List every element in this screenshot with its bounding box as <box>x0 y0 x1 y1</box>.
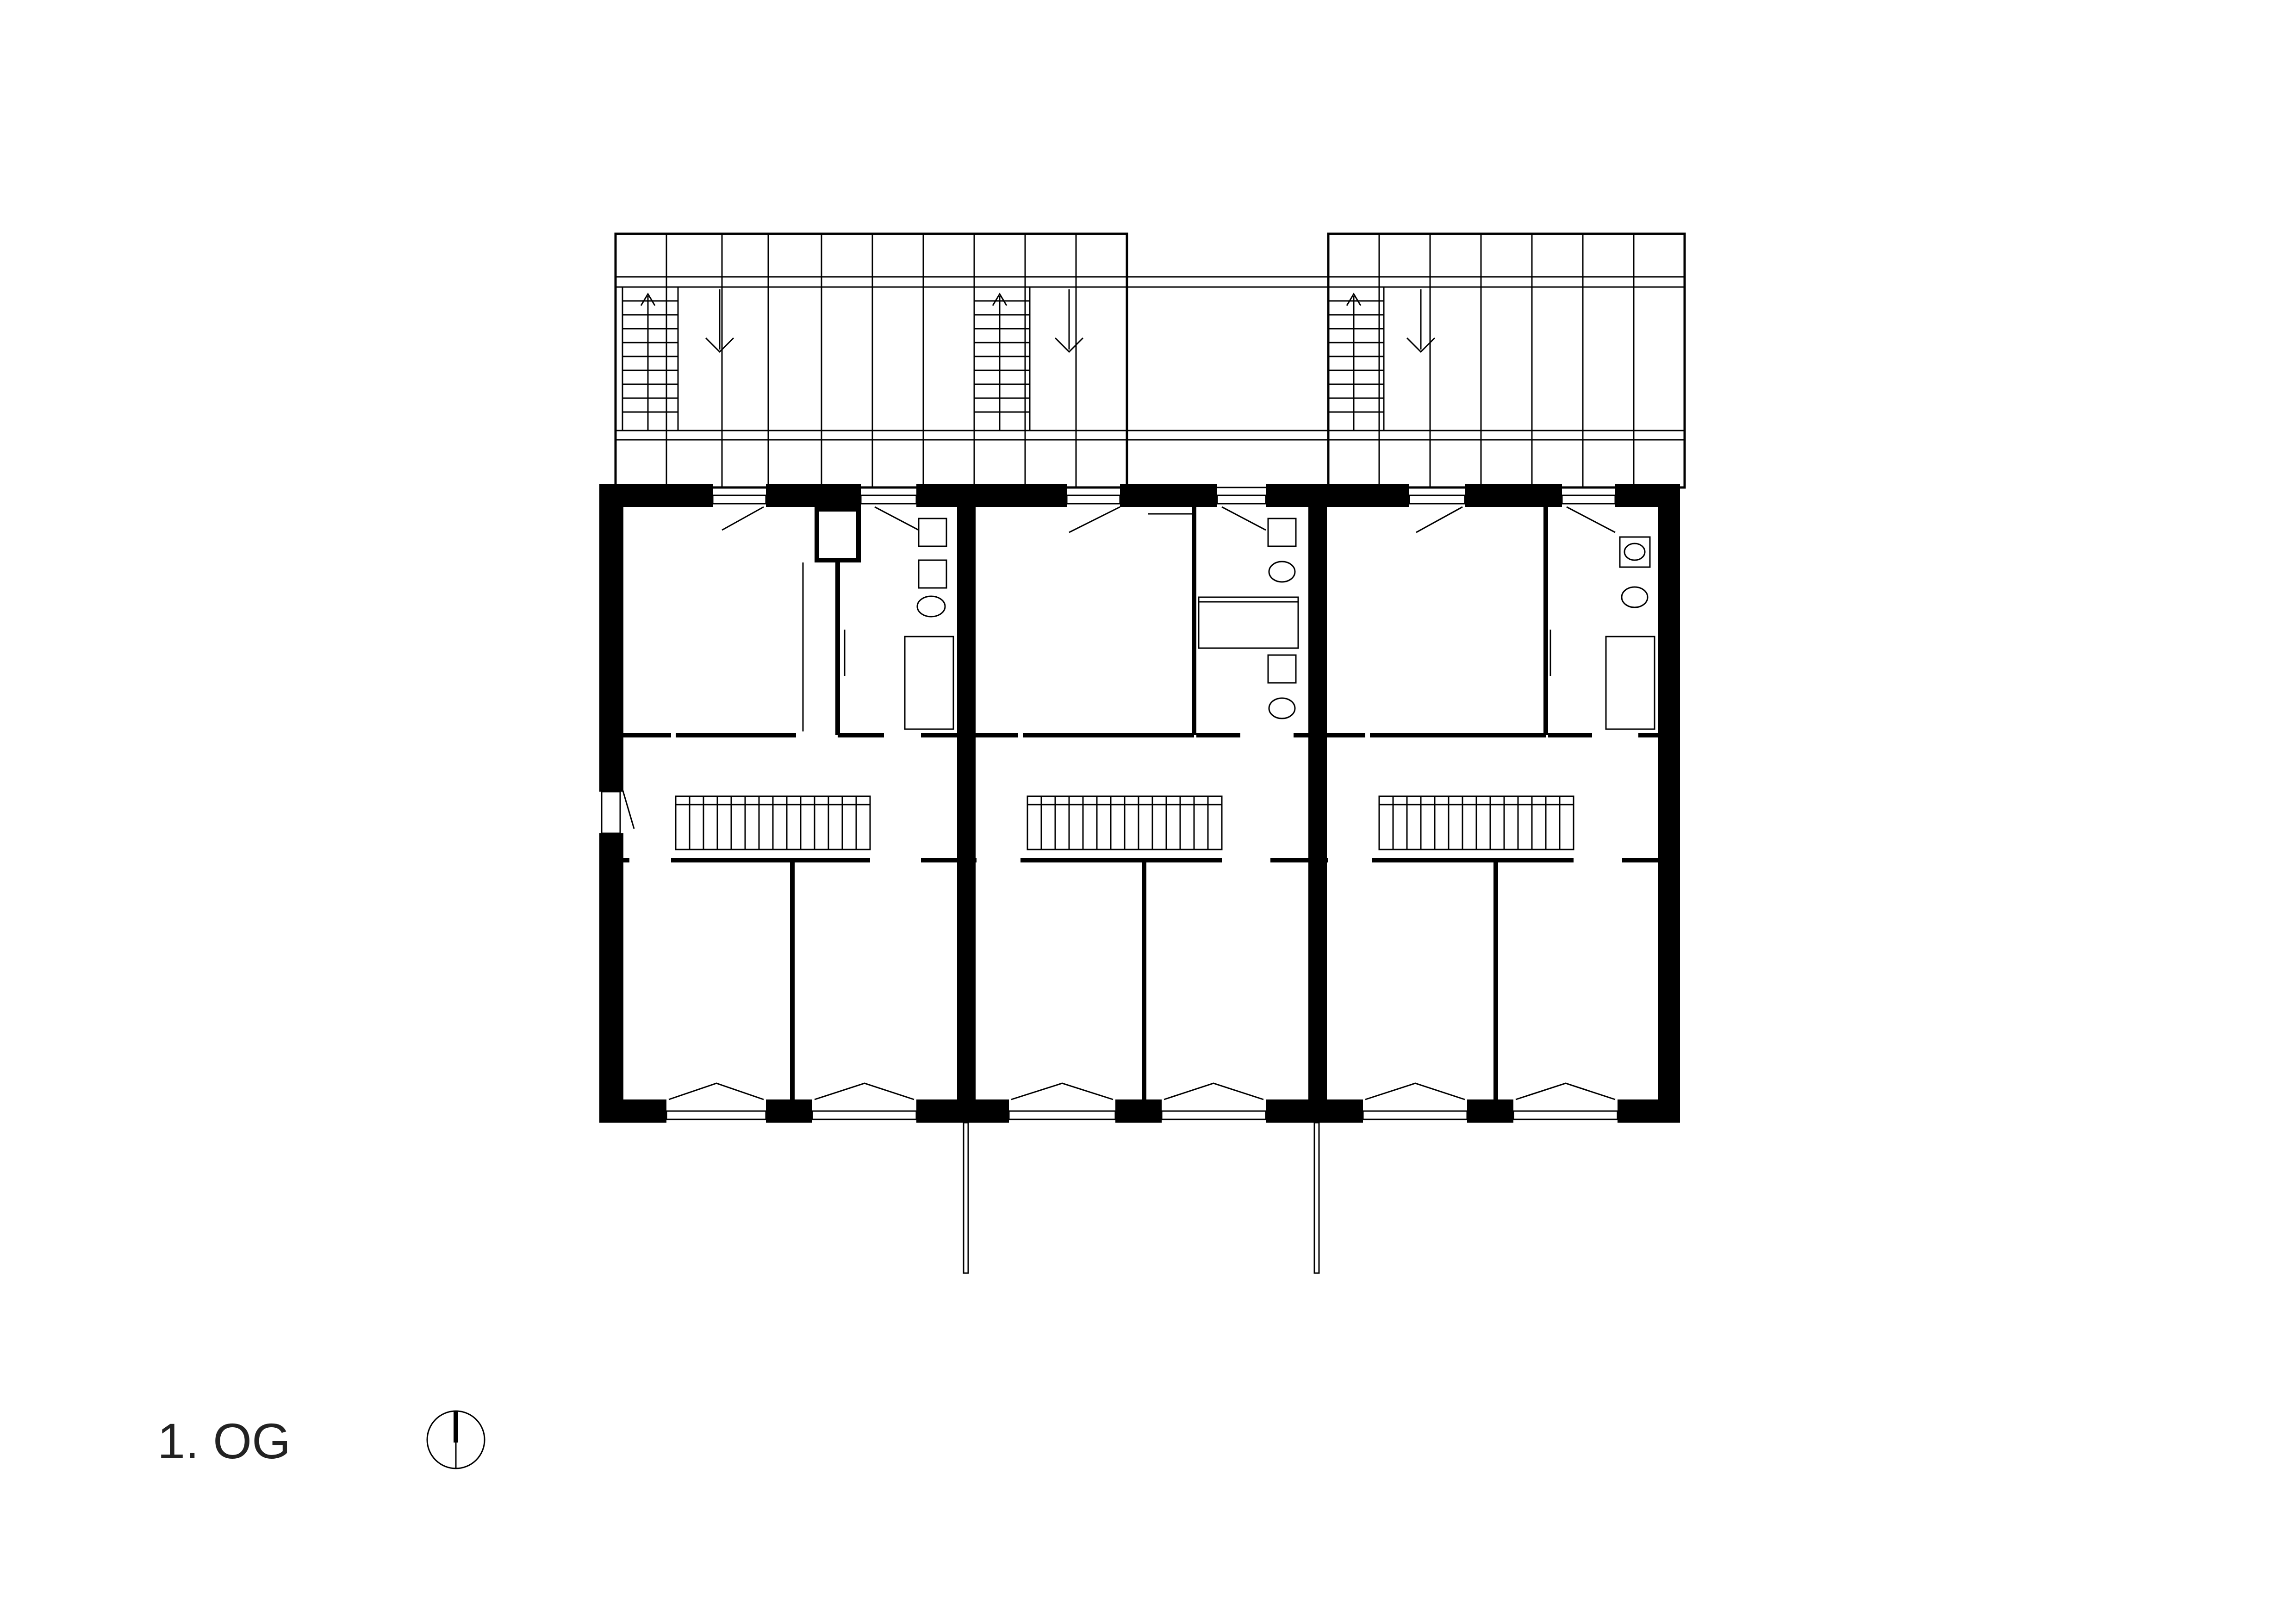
windows-top <box>712 494 1616 533</box>
interior-stair-2 <box>1027 795 1223 850</box>
fence-lines <box>963 1122 1320 1274</box>
toilet-icon <box>916 595 946 618</box>
balcony-frame-left <box>614 232 1128 489</box>
interior-partitions <box>622 507 1658 1099</box>
interior-stair-3 <box>1378 795 1574 850</box>
sink-icon <box>918 518 947 547</box>
balcony-frame-right <box>1327 232 1686 489</box>
balcony-structure <box>614 232 1686 489</box>
balcony-grid-right <box>1378 234 1635 487</box>
party-wall-1 <box>957 484 976 1123</box>
bathtub-icon <box>904 636 954 730</box>
balcony-connector <box>1126 276 1329 488</box>
floor-label: 1. OG <box>157 1413 291 1469</box>
exterior-stair-2 <box>973 286 1084 431</box>
interior-stair-1 <box>675 795 871 850</box>
side-window-left <box>601 789 635 834</box>
exterior-stair-1 <box>622 286 734 431</box>
bathroom-fixtures <box>904 518 1655 730</box>
north-arrow-icon <box>426 1410 485 1469</box>
balcony-grid-left <box>666 234 1077 487</box>
exterior-stair-3 <box>1327 286 1436 431</box>
party-wall-2 <box>1308 484 1327 1123</box>
exterior-walls <box>599 484 1680 1123</box>
windows-bottom <box>666 1082 1618 1120</box>
